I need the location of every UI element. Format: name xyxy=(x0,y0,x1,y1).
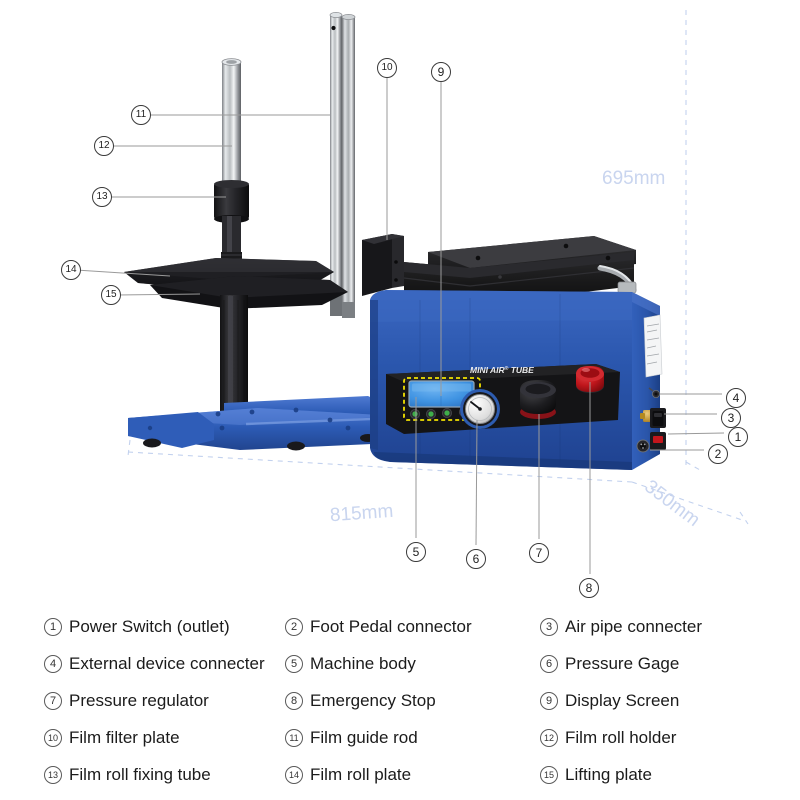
legend-number: 8 xyxy=(285,691,303,710)
machine-illustration: MINI AIR® TUBE xyxy=(75,10,749,574)
legend-item-9: 9 Display Screen xyxy=(540,691,800,711)
legend-label: Emergency Stop xyxy=(310,690,436,710)
dimension-lines xyxy=(127,10,749,525)
legend-number: 4 xyxy=(44,654,62,673)
legend-item-11: 11 Film guide rod xyxy=(285,728,540,748)
callout-4: 4 xyxy=(726,388,746,408)
callout-11: 11 xyxy=(131,105,151,125)
film-guide-rods xyxy=(329,12,356,318)
machine-base xyxy=(128,396,398,451)
callout-3: 3 xyxy=(721,408,741,428)
callout-2: 2 xyxy=(708,444,728,464)
dimension-width: 815mm xyxy=(329,500,394,527)
side-panel-connectors xyxy=(636,314,666,453)
legend-label: Film filter plate xyxy=(69,727,180,747)
callout-5: 5 xyxy=(406,542,426,562)
power-switch-rocker[interactable] xyxy=(650,432,666,450)
callout-7: 7 xyxy=(529,543,549,563)
foot-pedal-connector[interactable] xyxy=(636,439,650,453)
legend: 1 Power Switch (outlet) 2 Foot Pedal con… xyxy=(0,600,800,800)
product-diagram: MINI AIR® TUBE xyxy=(61,10,749,598)
callout-8: 8 xyxy=(579,578,599,598)
legend-label: Film roll plate xyxy=(310,764,412,784)
product-brand-label: MINI AIR® TUBE xyxy=(470,365,534,375)
legend-item-2: 2 Foot Pedal connector xyxy=(285,617,540,637)
legend-number: 7 xyxy=(44,691,62,710)
legend-number: 9 xyxy=(540,691,558,710)
legend-label: Machine body xyxy=(310,653,416,673)
legend-number: 6 xyxy=(540,654,558,673)
legend-item-4: 4 External device connecter xyxy=(0,654,285,674)
film-filter-plate xyxy=(362,234,404,296)
legend-row: 10 Film filter plate 11 Film guide rod 1… xyxy=(0,719,800,756)
lifting-plate xyxy=(150,276,348,309)
legend-item-6: 6 Pressure Gage xyxy=(540,654,800,674)
legend-item-14: 14 Film roll plate xyxy=(285,765,540,785)
legend-label: Air pipe connecter xyxy=(565,616,703,636)
legend-label: Display Screen xyxy=(565,690,680,710)
pressure-regulator-knob[interactable] xyxy=(520,380,556,419)
legend-item-3: 3 Air pipe connecter xyxy=(540,617,800,637)
callout-1: 1 xyxy=(728,427,748,447)
legend-row: 1 Power Switch (outlet) 2 Foot Pedal con… xyxy=(0,608,800,645)
legend-label: Pressure regulator xyxy=(69,690,209,710)
legend-number: 12 xyxy=(540,728,558,747)
dimension-height: 695mm xyxy=(602,168,666,189)
emergency-stop-button[interactable] xyxy=(576,366,604,393)
legend-label: Pressure Gage xyxy=(565,653,680,673)
callout-6: 6 xyxy=(466,549,486,569)
callout-12: 12 xyxy=(94,136,114,156)
legend-item-8: 8 Emergency Stop xyxy=(285,691,540,711)
lifting-column xyxy=(220,295,248,413)
pressure-gauge xyxy=(460,389,500,429)
legend-number: 10 xyxy=(44,728,62,747)
legend-item-5: 5 Machine body xyxy=(285,654,540,674)
external-device-connector[interactable] xyxy=(648,387,661,398)
legend-number: 3 xyxy=(540,617,558,636)
legend-label: Film roll holder xyxy=(565,727,677,747)
legend-label: Film roll fixing tube xyxy=(69,764,211,784)
callout-10: 10 xyxy=(377,58,397,78)
legend-label: Power Switch (outlet) xyxy=(69,616,230,636)
legend-number: 11 xyxy=(285,728,303,747)
legend-row: 7 Pressure regulator 8 Emergency Stop 9 … xyxy=(0,682,800,719)
leader-lines xyxy=(75,76,725,574)
callout-9: 9 xyxy=(431,62,451,82)
legend-number: 13 xyxy=(44,765,62,784)
spec-label xyxy=(643,314,663,378)
legend-item-7: 7 Pressure regulator xyxy=(0,691,285,711)
power-switch-outlet[interactable] xyxy=(650,408,666,428)
legend-number: 2 xyxy=(285,617,303,636)
film-roll-holder-assembly xyxy=(214,58,249,283)
legend-item-1: 1 Power Switch (outlet) xyxy=(0,617,285,637)
legend-label: External device connecter xyxy=(69,653,265,673)
callout-15: 15 xyxy=(101,285,121,305)
callout-13: 13 xyxy=(92,187,112,207)
legend-number: 1 xyxy=(44,617,62,636)
legend-item-15: 15 Lifting plate xyxy=(540,765,800,785)
legend-item-10: 10 Film filter plate xyxy=(0,728,285,748)
legend-row: 13 Film roll fixing tube 14 Film roll pl… xyxy=(0,756,800,793)
legend-number: 5 xyxy=(285,654,303,673)
legend-label: Lifting plate xyxy=(565,764,652,784)
legend-label: Foot Pedal connector xyxy=(310,616,472,636)
legend-item-12: 12 Film roll holder xyxy=(540,728,800,748)
legend-label: Film guide rod xyxy=(310,727,418,747)
callout-14: 14 xyxy=(61,260,81,280)
legend-number: 14 xyxy=(285,765,303,784)
legend-item-13: 13 Film roll fixing tube xyxy=(0,765,285,785)
legend-row: 4 External device connecter 5 Machine bo… xyxy=(0,645,800,682)
legend-number: 15 xyxy=(540,765,558,784)
